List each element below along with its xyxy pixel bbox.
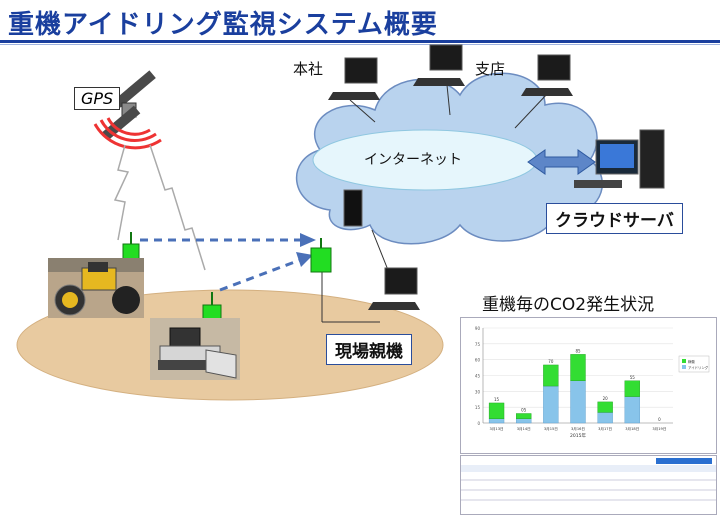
bar-idle <box>624 396 640 424</box>
router-icon <box>343 189 363 227</box>
bar-idle <box>597 412 613 424</box>
x-axis-label: 2015年 <box>570 432 586 439</box>
signal-line-1 <box>113 144 130 241</box>
x-tick-label: 3月17日 <box>598 426 612 431</box>
internet-label: インターネット <box>364 152 462 168</box>
cloud-server-label: クラウドサーバ <box>546 203 683 234</box>
x-tick-label: 3月13日 <box>490 426 504 431</box>
bar-total-label: 70 <box>548 359 554 364</box>
title-underline-thin <box>0 44 720 45</box>
bar-idle <box>543 385 559 424</box>
y-tick-label: 0 <box>477 421 480 426</box>
bar-total-label: 85 <box>575 348 581 353</box>
page-title: 重機アイドリング監視システム概要 <box>8 10 438 40</box>
bar-operating <box>570 354 586 381</box>
bar-total-label: 05 <box>521 408 527 413</box>
branch-label: 支店 <box>475 60 506 78</box>
y-tick-label: 45 <box>475 374 481 379</box>
bar-operating <box>543 364 559 387</box>
legend-swatch-operating <box>682 359 686 363</box>
bidirectional-arrow-icon <box>527 149 596 175</box>
bar-total-label: 55 <box>630 375 636 380</box>
bar-total-label: 0 <box>658 417 661 422</box>
bar-total-label: 20 <box>603 396 609 401</box>
bar-operating <box>597 401 613 413</box>
chart-legend <box>678 355 710 373</box>
chart-title: 重機毎のCO2発生状況 <box>482 295 655 315</box>
y-tick-label: 60 <box>475 358 481 363</box>
satellite-icon <box>93 70 162 150</box>
laptop-icon-branch-2 <box>521 54 573 96</box>
legend-label-idle: アイドリング <box>688 365 709 370</box>
y-tick-label: 75 <box>475 342 481 347</box>
bulldozer-photo <box>150 318 240 380</box>
x-tick-label: 3月14日 <box>517 426 531 431</box>
x-tick-label: 3月18日 <box>625 426 639 431</box>
internet-cloud <box>295 72 603 245</box>
y-tick-label: 30 <box>475 389 481 394</box>
data-arrow-2 <box>219 258 301 292</box>
x-tick-label: 3月15日 <box>544 426 558 431</box>
bar-operating <box>516 413 532 419</box>
y-tick-label: 90 <box>475 326 481 331</box>
bar-idle <box>488 418 505 424</box>
laptop-icon-head-office <box>328 57 380 100</box>
x-tick-label: 3月19日 <box>652 426 666 431</box>
road-roller-photo <box>48 258 144 318</box>
y-tick-label: 15 <box>475 405 481 410</box>
co2-bar-chart: 0 15 30 45 60 75 90 15 3月13日 05 3月14日 70 3月15日 85 3月16… <box>475 326 710 439</box>
bar-operating <box>488 402 505 419</box>
legend-label-operating: 稼働 <box>688 359 695 364</box>
bar-idle <box>516 418 532 424</box>
bar-total-label: 15 <box>494 397 500 402</box>
cloud-server-icon <box>574 129 665 189</box>
gps-label: GPS <box>74 87 121 110</box>
site-master-device-icon <box>310 247 332 273</box>
laptop-icon-site <box>368 267 420 310</box>
bar-operating <box>624 380 640 397</box>
x-tick-label: 3月16日 <box>571 426 585 431</box>
co2-chart-panel: 0 15 30 45 60 75 90 15 3月13日 05 3月14日 70 3月15日 85 3月16… <box>460 317 717 454</box>
legend-swatch-idle <box>682 365 686 369</box>
site-master-label: 現場親機 <box>326 334 412 365</box>
co2-data-table <box>460 455 717 515</box>
title-underline <box>0 40 720 43</box>
head-office-label: 本社 <box>293 60 324 78</box>
signal-line-2 <box>149 144 206 271</box>
laptop-icon-branch-1 <box>413 44 465 86</box>
bar-idle <box>570 380 586 424</box>
